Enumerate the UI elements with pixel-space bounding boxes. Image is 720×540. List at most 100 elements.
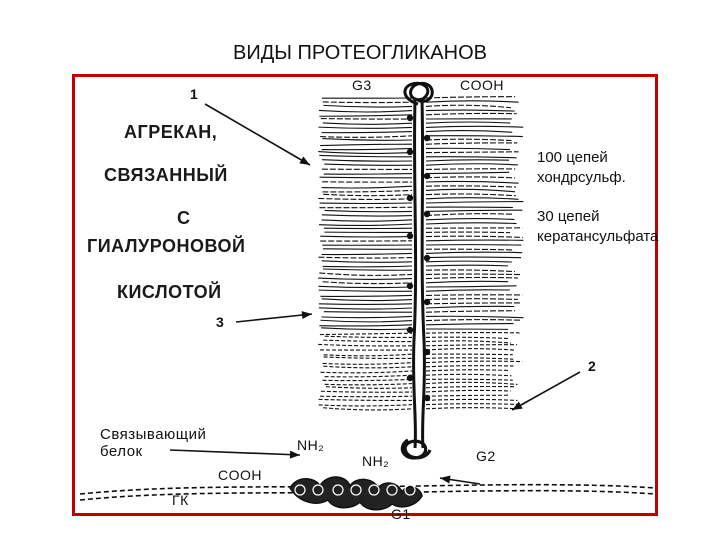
chain-right xyxy=(425,171,510,175)
chondroitin-name: хондрсульф. xyxy=(537,169,626,186)
chain-right xyxy=(425,276,519,280)
chain-left xyxy=(319,154,413,158)
chain-right xyxy=(425,289,510,292)
chain-left xyxy=(322,101,413,104)
chain-left xyxy=(320,135,413,138)
g1-coil-loop xyxy=(404,484,416,496)
chain-right xyxy=(425,269,515,273)
chain-left xyxy=(322,189,413,193)
attachment-node xyxy=(423,210,431,218)
glycosaminoglycan-chains xyxy=(318,96,524,411)
chain-right xyxy=(425,235,523,239)
chain-left xyxy=(324,335,413,339)
attachment-points xyxy=(406,114,431,402)
chain-right xyxy=(425,222,517,225)
chain-left xyxy=(321,214,413,217)
chain-right xyxy=(425,310,516,313)
chain-left xyxy=(318,289,413,292)
chain-right xyxy=(425,188,516,193)
attachment-node xyxy=(423,394,431,402)
chain-right xyxy=(425,340,511,344)
chain-right xyxy=(425,385,516,389)
chain-right xyxy=(425,319,522,322)
chain-left xyxy=(321,159,413,162)
chain-right xyxy=(425,381,518,386)
chain-right xyxy=(425,135,523,138)
label-cooh-top: COOH xyxy=(460,77,504,93)
chain-right xyxy=(425,142,518,145)
chain-right xyxy=(425,112,517,116)
chain-right xyxy=(425,348,516,351)
chain-left xyxy=(321,185,413,189)
chain-right xyxy=(425,147,511,151)
marker-3: 3 xyxy=(216,314,225,330)
chain-right xyxy=(425,185,516,188)
chain-right xyxy=(425,159,510,162)
caption-linked: СВЯЗАННЫЙ xyxy=(104,165,228,185)
chain-right xyxy=(425,96,516,99)
attachment-node xyxy=(406,326,414,334)
attachment-node xyxy=(406,374,414,382)
chain-left xyxy=(323,356,413,360)
chain-left xyxy=(321,219,413,222)
chain-left xyxy=(322,378,413,382)
chain-left xyxy=(320,370,413,374)
marker-1: 1 xyxy=(190,86,199,102)
chain-right xyxy=(425,163,519,166)
chain-left xyxy=(321,252,413,256)
chain-left xyxy=(322,268,413,271)
chain-right xyxy=(425,305,515,309)
keratan-chains-label: 30 цепей кератансульфата xyxy=(537,207,658,247)
attachment-node xyxy=(423,172,431,180)
chain-right xyxy=(425,378,513,381)
chain-right xyxy=(425,213,514,217)
label-cooh-bottom: COOH xyxy=(218,467,262,483)
g1-link-protein-complex xyxy=(289,476,423,511)
chain-right xyxy=(425,231,511,234)
chain-right xyxy=(425,109,515,112)
chain-left xyxy=(322,122,413,125)
chain-left xyxy=(325,386,413,389)
chain-left xyxy=(323,311,413,313)
chain-left xyxy=(322,281,413,285)
chain-left xyxy=(319,206,413,209)
attachment-node xyxy=(406,282,414,290)
keratan-count: 30 цепей xyxy=(537,208,600,225)
attachment-node xyxy=(406,194,414,202)
chain-right xyxy=(425,357,514,360)
chain-right xyxy=(425,298,518,301)
chain-left xyxy=(323,365,413,369)
chain-left xyxy=(318,343,413,347)
chain-right xyxy=(425,407,517,410)
arrow-link-protein-head xyxy=(289,450,300,459)
chain-right xyxy=(425,156,517,159)
arrow-1-head xyxy=(299,156,310,165)
chain-left xyxy=(319,272,413,276)
chain-right xyxy=(425,285,517,288)
chain-left xyxy=(322,362,413,365)
chain-left xyxy=(318,126,413,129)
arrow-2 xyxy=(511,371,581,411)
chain-left xyxy=(321,260,413,263)
g1-coil-loop xyxy=(386,484,398,496)
chain-right xyxy=(425,239,524,242)
label-g3: G3 xyxy=(352,77,372,93)
attachment-node xyxy=(406,232,414,240)
chain-left xyxy=(318,277,413,280)
chain-right xyxy=(425,323,514,326)
chain-right xyxy=(425,353,513,356)
chain-right xyxy=(425,138,512,142)
chain-left xyxy=(320,143,413,147)
core-strand-right xyxy=(420,99,426,449)
marker-2: 2 xyxy=(588,358,597,374)
attachment-node xyxy=(423,134,431,142)
core-protein xyxy=(400,81,434,460)
chain-left xyxy=(324,163,413,166)
diagram-frame xyxy=(72,74,658,516)
chain-right xyxy=(425,360,523,364)
attachment-node xyxy=(406,148,414,156)
hyaluronan-line-upper xyxy=(79,483,656,495)
chain-right xyxy=(425,256,522,259)
chain-right xyxy=(425,218,515,221)
